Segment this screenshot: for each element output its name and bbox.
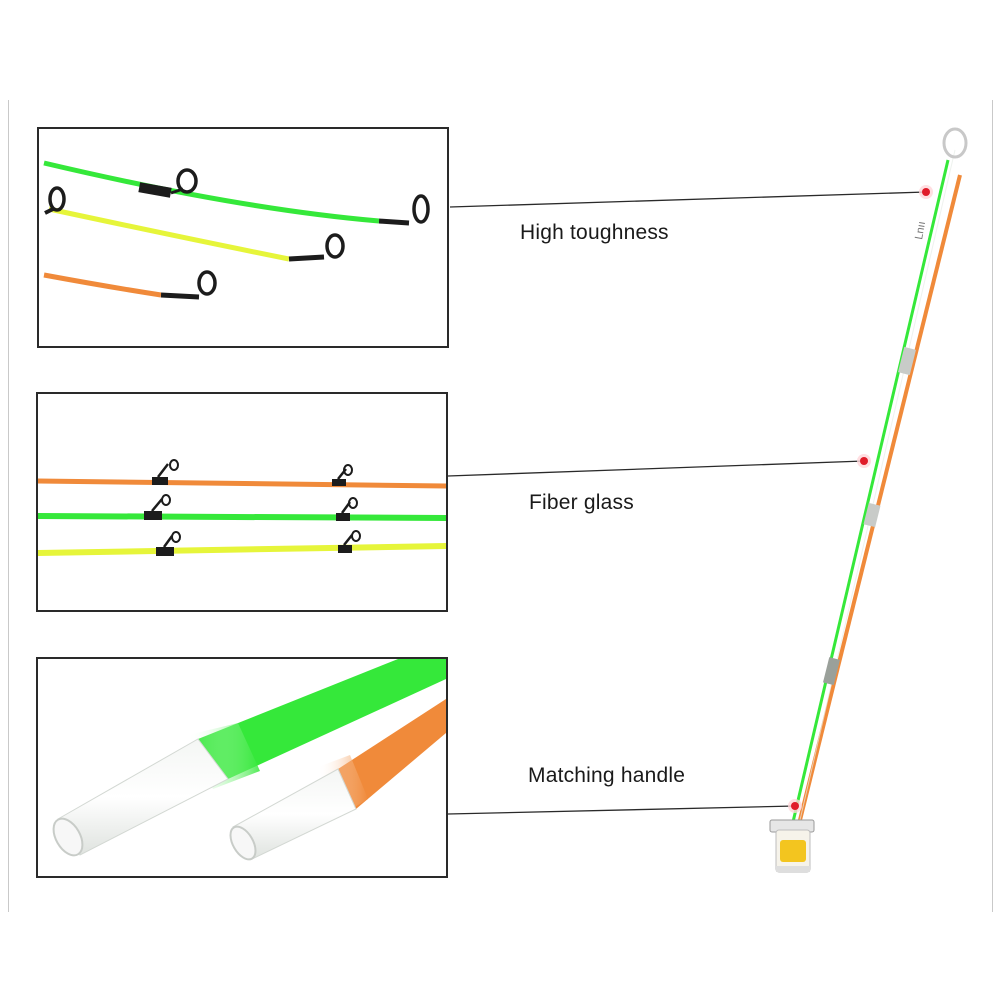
left-frame-line <box>8 100 9 912</box>
guide-ring-icon <box>176 168 198 194</box>
panel-rod-tips <box>37 127 449 348</box>
label-high-toughness: High toughness <box>520 221 669 244</box>
guide-ring-icon <box>169 459 179 471</box>
orange-rod-tip <box>43 272 162 298</box>
rod-tip-marking: Lnıı <box>913 220 928 240</box>
yellow-rod-tip <box>48 206 290 262</box>
label-fiber-glass: Fiber glass <box>529 491 634 514</box>
guide-ring-icon <box>351 530 361 542</box>
main-rod-orange <box>798 174 962 821</box>
guide-ring-icon <box>197 270 217 296</box>
main-rod-green <box>791 159 950 823</box>
rod-joint <box>863 502 881 528</box>
label-matching-handle: Matching handle <box>528 764 686 787</box>
orange-rod-butt <box>338 699 446 809</box>
right-frame-line <box>992 100 993 912</box>
rod-joint <box>823 657 840 686</box>
tube-end-icon <box>229 825 257 861</box>
leader-line-high-toughness <box>449 191 927 208</box>
panel-rod-sections <box>36 392 448 612</box>
guide-ring-icon <box>325 233 345 259</box>
yellow-rod-section <box>38 543 446 556</box>
leader-line-fiber-glass <box>447 460 865 477</box>
green-rod-section <box>38 513 446 521</box>
rod-joint <box>898 346 916 376</box>
tip-ring-icon <box>942 127 968 159</box>
tube-end-icon <box>52 817 84 857</box>
rod-sections-image <box>38 459 446 556</box>
green-rod-butt <box>198 659 446 779</box>
leader-line-matching-handle <box>447 805 796 815</box>
rod-handle <box>769 819 815 873</box>
rod-tips-image <box>43 160 430 300</box>
rod-butts-image <box>52 659 446 861</box>
guide-ring-icon <box>343 464 353 476</box>
guide-ring-icon <box>348 497 358 509</box>
marker-matching-handle <box>788 799 802 813</box>
guide-ring-icon <box>171 531 181 543</box>
guide-ring-icon <box>48 186 66 212</box>
guide-ring-icon <box>412 194 430 224</box>
panel-rod-butts <box>36 657 448 878</box>
orange-rod-section <box>38 478 446 489</box>
guide-ring-icon <box>161 494 171 506</box>
marker-high-toughness <box>919 185 933 199</box>
marker-fiber-glass <box>857 454 871 468</box>
green-rod-tip <box>43 160 380 224</box>
